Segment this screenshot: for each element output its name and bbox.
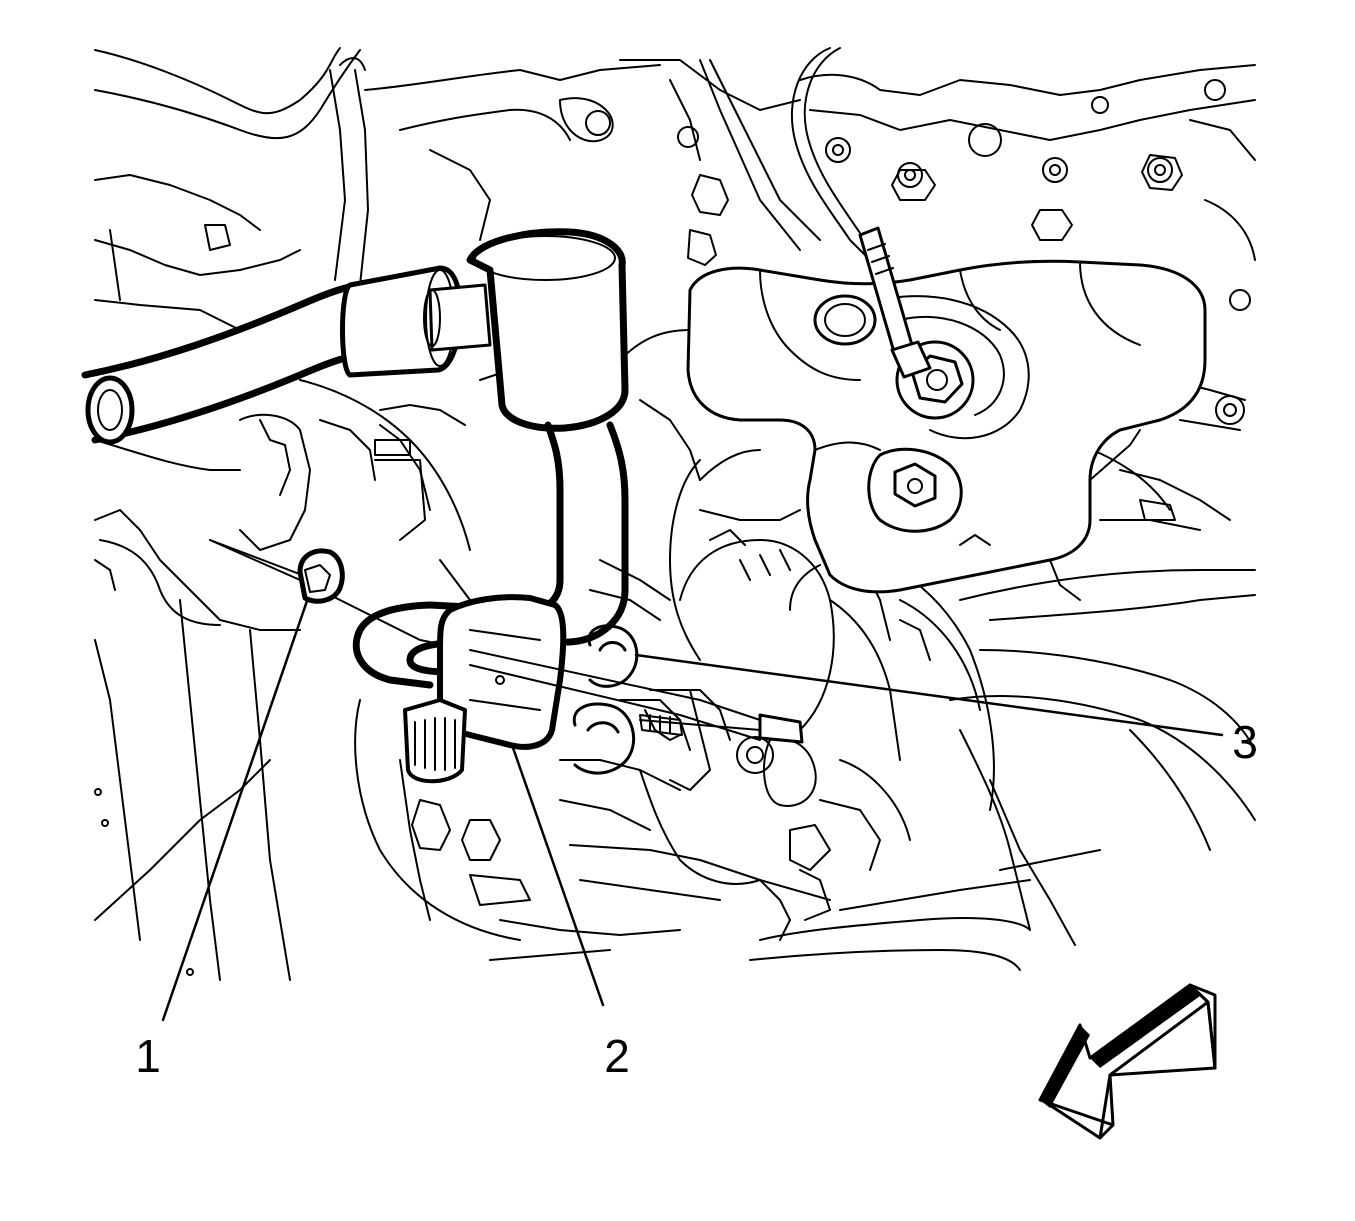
callout-3: 3: [1232, 716, 1258, 768]
engine-background: [94, 47, 1256, 981]
leader-lines: [161, 596, 1224, 1022]
exhaust-manifold: [686, 226, 1207, 611]
seal-callout-3-parts: [469, 624, 804, 775]
ac-hose-assembly: [81, 228, 629, 784]
callout-1: 1: [135, 1030, 161, 1082]
nut-callout-1-part: [209, 539, 345, 604]
direction-arrow-icon: [1038, 983, 1217, 1140]
callout-2: 2: [604, 1030, 630, 1082]
